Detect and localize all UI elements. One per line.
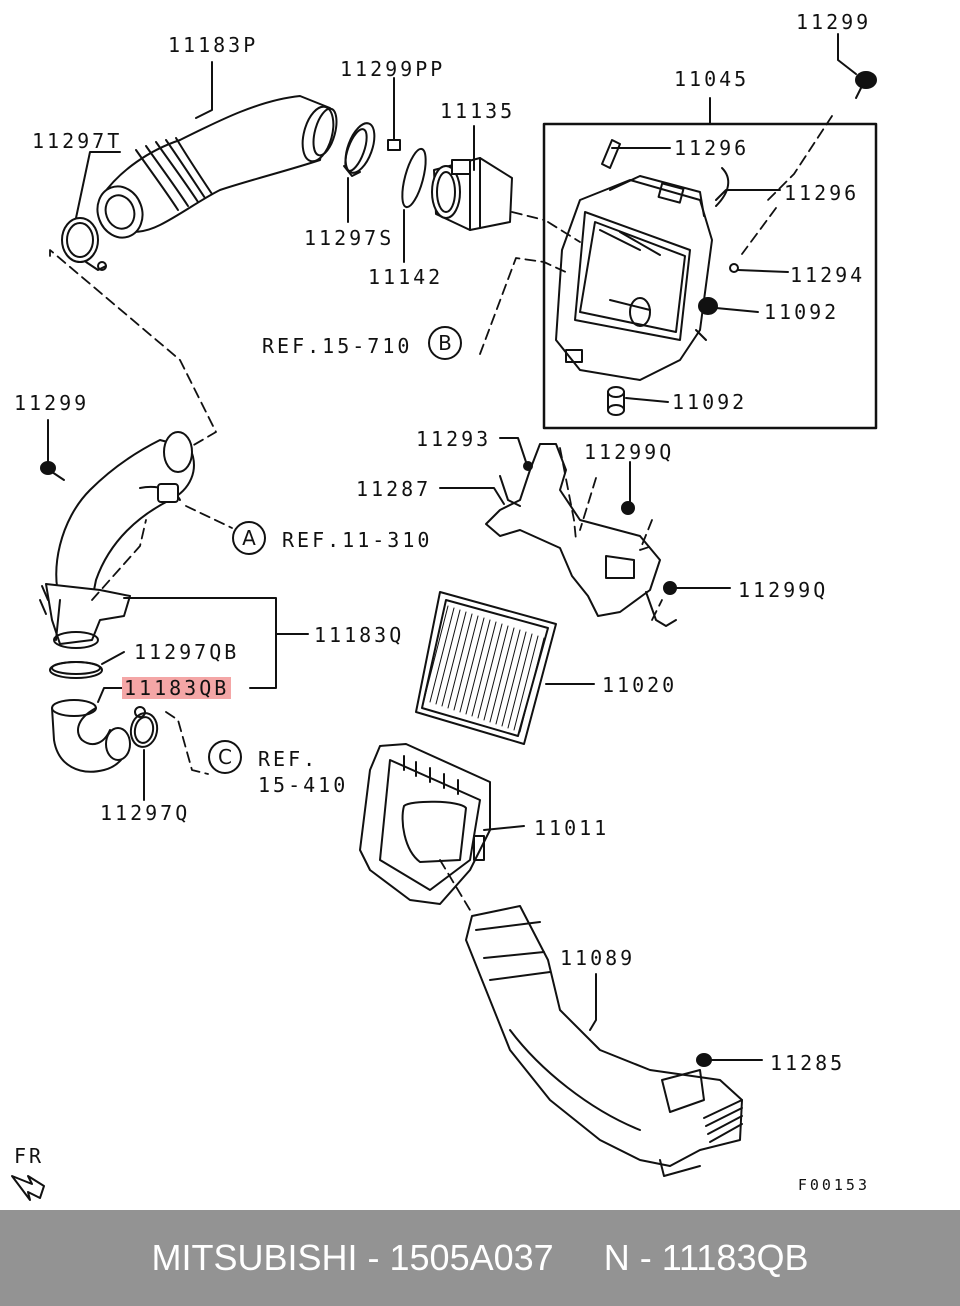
label-11142: 11142 — [368, 265, 444, 289]
bracket-11287-shape — [485, 443, 677, 627]
label-11296-a: 11296 — [674, 136, 750, 160]
clamp-11297S-shape — [343, 122, 376, 177]
clip-11294-shape — [729, 263, 739, 273]
footer-separator-2: - — [629, 1237, 662, 1278]
label-11092-a: 11092 — [764, 300, 840, 324]
air-cleaner-case-shape — [555, 175, 713, 381]
label-11299PP: 11299PP — [340, 57, 446, 81]
ref-b-circle: B — [428, 326, 462, 360]
hose-11183QB-shape — [51, 699, 131, 773]
front-arrow-shape — [11, 1175, 45, 1201]
label-11089: 11089 — [560, 946, 636, 970]
front-direction-label: FR — [14, 1144, 45, 1168]
label-11299Q-b: 11299Q — [738, 578, 829, 602]
footer-n-label: N — [603, 1237, 630, 1278]
tube-11296-shape — [601, 139, 621, 169]
clamp-11297QB-shape — [49, 661, 103, 679]
ref-b-text: REF.15-710 — [262, 334, 413, 358]
part-info-footer: MITSUBISHI - 1505A037 N - 11183QB — [0, 1210, 960, 1306]
bolt-11299PP-shape — [387, 83, 401, 151]
gasket-11142-shape — [401, 147, 427, 209]
figure-code: F00153 — [797, 1176, 870, 1194]
label-11135: 11135 — [440, 99, 516, 123]
label-11092-b: 11092 — [672, 390, 748, 414]
label-11183P: 11183P — [168, 33, 259, 57]
label-11299Q-a: 11299Q — [584, 440, 675, 464]
air-duct-11089-shape — [465, 905, 743, 1177]
label-11297S: 11297S — [304, 226, 395, 250]
clamp-11297T-shape — [61, 217, 107, 271]
footer-brand: MITSUBISHI — [151, 1237, 358, 1278]
parts-diagram: 11183P 11299PP 11135 11045 11299 11297T … — [11, 10, 878, 1201]
footer-ref-code: 11183QB — [661, 1237, 809, 1278]
label-11299-left: 11299 — [14, 391, 90, 415]
intake-hose-upper-shape — [96, 95, 338, 239]
parts-drawing — [11, 33, 878, 1201]
airflow-sensor-11135-shape — [431, 157, 513, 231]
label-11294: 11294 — [790, 263, 866, 287]
label-11020: 11020 — [602, 673, 678, 697]
label-11183QB-highlighted: 11183QB — [122, 676, 232, 700]
label-11285: 11285 — [770, 1051, 846, 1075]
label-11011: 11011 — [534, 816, 610, 840]
dashed-lines — [49, 115, 833, 911]
ref-c-circle: C — [208, 740, 242, 774]
footer-part-number: 1505A037 — [389, 1237, 554, 1278]
clip-11285-shape — [696, 1053, 712, 1067]
label-11293: 11293 — [416, 427, 492, 451]
footer-gap — [554, 1237, 604, 1279]
ref-a-circle: A — [232, 521, 266, 555]
label-11297Q: 11297Q — [100, 801, 191, 825]
grommet-11092b-shape — [607, 386, 625, 416]
filter-element-11020-shape — [415, 591, 557, 745]
bolt-11299-top-shape — [855, 71, 877, 99]
label-11183Q: 11183Q — [314, 623, 405, 647]
lower-case-11011-shape — [359, 743, 491, 905]
bolt-11299-left-shape — [40, 461, 65, 481]
label-11297T: 11297T — [32, 129, 123, 153]
grommet-11092a-shape — [698, 297, 718, 315]
footer-separator-1: - — [357, 1237, 390, 1278]
intake-duct-11183Q-shape — [39, 431, 195, 649]
label-11299-top: 11299 — [796, 10, 872, 34]
leader-lines — [47, 33, 857, 1061]
ref-c-text-line2: 15-410 — [258, 773, 349, 797]
label-11296-b: 11296 — [784, 181, 860, 205]
label-11297QB: 11297QB — [134, 640, 240, 664]
ref-a-text: REF.11-310 — [282, 528, 433, 552]
label-11045: 11045 — [674, 67, 750, 91]
ref-c-text-line1: REF. — [258, 747, 319, 771]
label-11287: 11287 — [356, 477, 432, 501]
tube-11296b-shape — [715, 167, 730, 207]
clamp-11297Q-shape — [129, 706, 159, 748]
